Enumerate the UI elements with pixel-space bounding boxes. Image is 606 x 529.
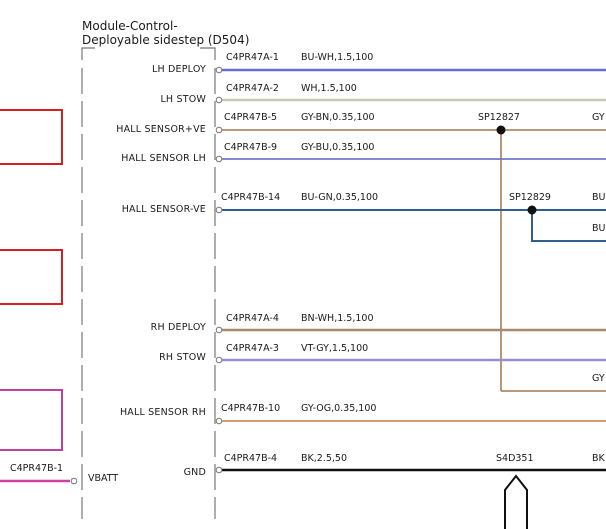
pin-label-gnd: GND	[184, 467, 206, 478]
pin-terminal-icon	[215, 66, 223, 74]
pin-terminal-icon	[215, 356, 223, 364]
connector-id-hall-sensor-neg: C4PR47B-14	[221, 192, 280, 203]
pin-label-lh-deploy: LH DEPLOY	[152, 64, 206, 75]
pin-terminal-icon	[215, 96, 223, 104]
module-title-line2: Deployable sidestep (D504)	[82, 33, 249, 47]
edge-label-gy-top: GY	[592, 112, 605, 123]
module-title-line1: Module-Control-	[82, 19, 178, 33]
connector-id-lh-stow: C4PR47A-2	[226, 83, 279, 94]
wire-spec-hall-sensor-pos: GY-BN,0.35,100	[301, 112, 375, 123]
edge-label-gy-bottom: GY	[592, 373, 605, 384]
pin-terminal-icon	[215, 206, 223, 214]
splice-label-sp12827: SP12827	[478, 112, 520, 123]
connector-id-rh-stow: C4PR47A-3	[226, 343, 279, 354]
splice-sp12827-dot	[496, 125, 506, 135]
connector-id-rh-deploy: C4PR47A-4	[226, 313, 279, 324]
wire-spec-hall-sensor-lh: GY-BU,0.35,100	[301, 142, 374, 153]
splice-sp12829-dot	[527, 205, 537, 215]
pin-label-hall-sensor-neg: HALL SENSOR-VE	[122, 204, 206, 215]
wire-spec-gnd: BK,2.5,50	[301, 453, 347, 464]
gnd-splice-branch	[504, 474, 528, 529]
external-box-3	[0, 389, 63, 451]
pin-terminals	[215, 66, 223, 474]
pin-terminal-icon	[215, 466, 223, 474]
edge-label-bu-1: BU	[592, 192, 606, 203]
pin-label-lh-stow: LH STOW	[160, 94, 206, 105]
external-box-2	[0, 249, 63, 305]
edge-label-bu-2: BU	[592, 223, 606, 234]
pin-label-hall-sensor-lh: HALL SENSOR LH	[121, 153, 206, 164]
splice-sp12829-branch	[531, 210, 606, 242]
pin-terminal-icon	[215, 155, 223, 163]
vbatt-pin-icon	[70, 477, 78, 485]
pin-label-hall-sensor-pos: HALL SENSOR+VE	[116, 124, 206, 135]
wire-spec-lh-deploy: BU-WH,1.5,100	[301, 52, 373, 63]
splice-label-sp12829: SP12829	[509, 192, 551, 203]
pin-terminal-icon	[215, 417, 223, 425]
edge-label-bk: BK	[592, 453, 606, 464]
pin-terminal-icon	[215, 126, 223, 134]
wire-spec-rh-stow: VT-GY,1.5,100	[301, 343, 368, 354]
external-box-1	[0, 109, 63, 165]
wire-spec-hall-sensor-neg: BU-GN,0.35,100	[301, 192, 378, 203]
connector-id-lh-deploy: C4PR47A-1	[226, 52, 279, 63]
wire-spec-lh-stow: WH,1.5,100	[301, 83, 357, 94]
wire-spec-rh-deploy: BN-WH,1.5,100	[301, 313, 373, 324]
pin-label-rh-stow: RH STOW	[159, 352, 206, 363]
splice-label-s4d351: S4D351	[496, 453, 534, 464]
pin-label-hall-sensor-rh: HALL SENSOR RH	[120, 407, 206, 418]
module-boundary	[81, 47, 216, 519]
connector-id-hall-sensor-rh: C4PR47B-10	[221, 403, 280, 414]
vbatt-label: VBATT	[88, 473, 118, 484]
connector-id-hall-sensor-lh: C4PR47B-9	[224, 142, 277, 153]
pin-label-rh-deploy: RH DEPLOY	[151, 322, 206, 333]
wire-spec-hall-sensor-rh: GY-OG,0.35,100	[301, 403, 376, 414]
vbatt-connector-label: C4PR47B-1	[10, 463, 63, 474]
pin-terminal-icon	[215, 326, 223, 334]
connector-id-hall-sensor-pos: C4PR47B-5	[224, 112, 277, 123]
connector-id-gnd: C4PR47B-4	[224, 453, 277, 464]
